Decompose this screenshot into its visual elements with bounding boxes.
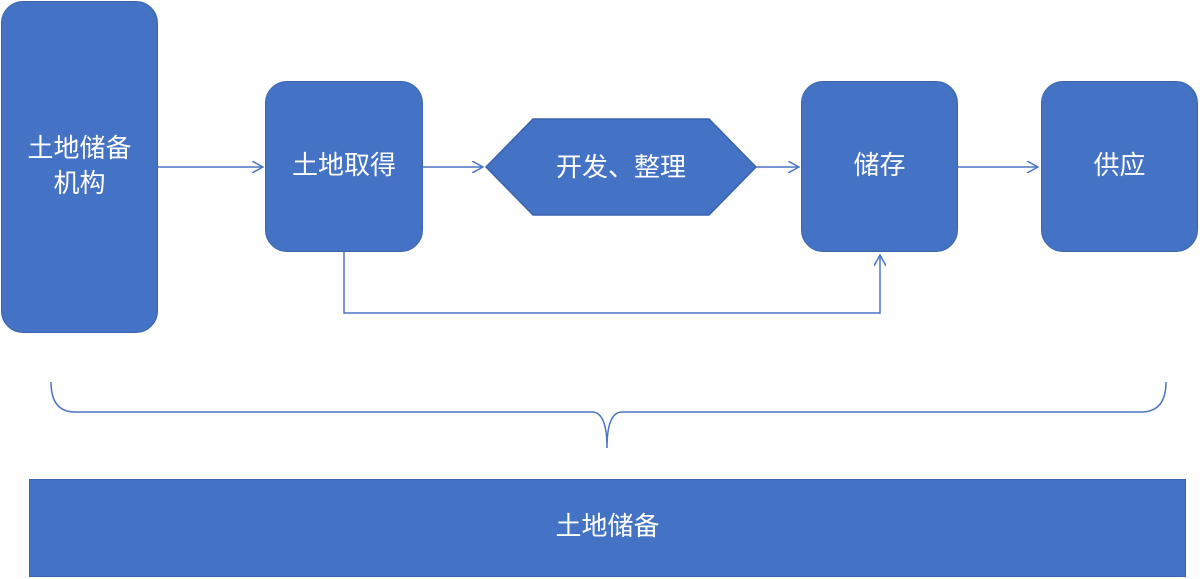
land-reserve-agency-node: 土地储备 机构 bbox=[1, 1, 158, 333]
land-acquisition-label: 土地取得 bbox=[291, 150, 396, 181]
land-reserve-bar: 土地储备 bbox=[29, 479, 1186, 577]
supply-node: 供应 bbox=[1041, 81, 1198, 252]
storage-label: 储存 bbox=[853, 150, 906, 181]
storage-node: 储存 bbox=[801, 81, 958, 252]
grouping-brace bbox=[50, 381, 1167, 449]
land-reserve-agency-label: 土地储备 机构 bbox=[27, 133, 132, 199]
development-label: 开发、整理 bbox=[556, 153, 686, 183]
development-node: 开发、整理 bbox=[484, 118, 758, 216]
supply-label: 供应 bbox=[1093, 150, 1146, 181]
land-acquisition-node: 土地取得 bbox=[265, 81, 423, 252]
bypass-connector bbox=[343, 252, 880, 314]
land-reserve-label: 土地储备 bbox=[555, 512, 660, 543]
